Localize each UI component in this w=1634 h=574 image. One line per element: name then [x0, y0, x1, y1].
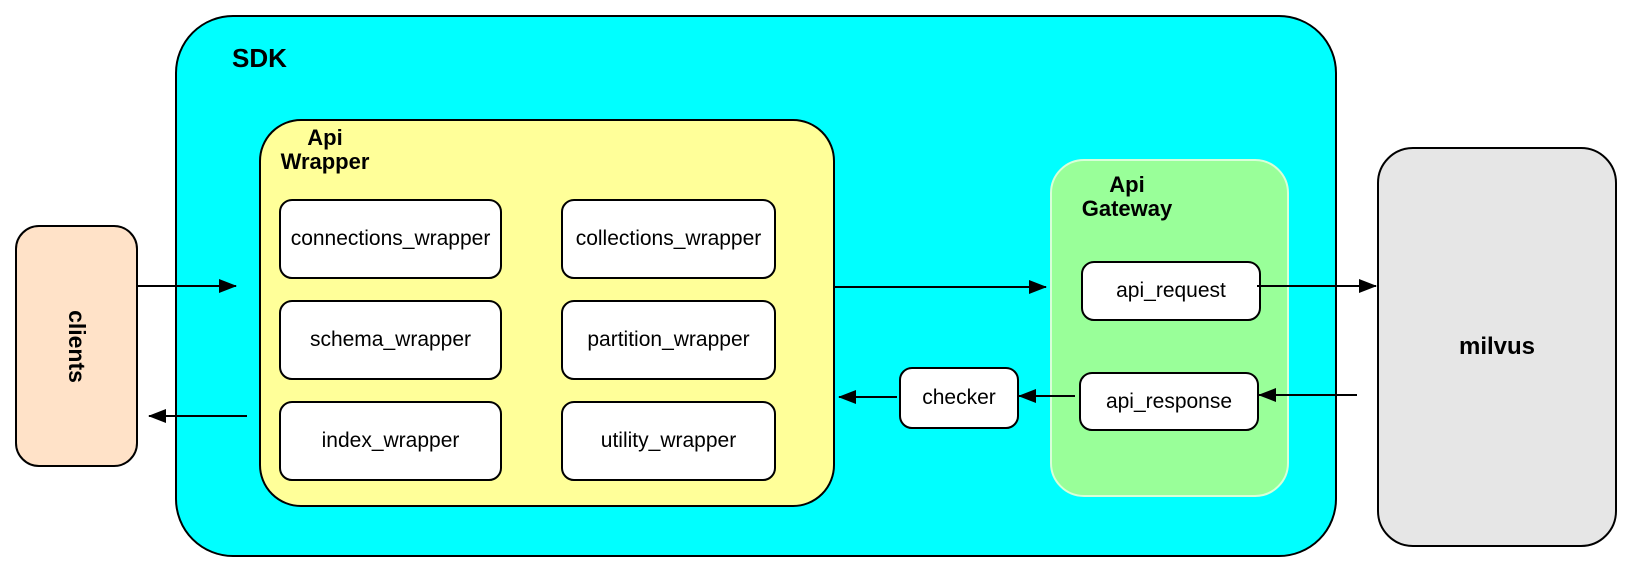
index-wrapper-node: index_wrapper — [279, 401, 502, 481]
partition-wrapper-label: partition_wrapper — [587, 328, 750, 352]
api-gateway-label-line2: Gateway — [1081, 196, 1173, 221]
clients-label: clients — [64, 309, 90, 383]
clients-node: clients — [15, 225, 138, 467]
api-request-node: api_request — [1081, 261, 1261, 321]
api-gateway-label: Api Gateway — [1062, 173, 1192, 221]
api-wrapper-label-line1: Api — [307, 125, 343, 150]
api-wrapper-label: Api Wrapper — [271, 126, 379, 174]
utility-wrapper-node: utility_wrapper — [561, 401, 776, 481]
connections-wrapper-label: connections_wrapper — [290, 227, 491, 251]
api-wrapper-container: Api Wrapper connections_wrapper collecti… — [259, 119, 835, 507]
collections-wrapper-label: collections_wrapper — [575, 227, 762, 251]
checker-node: checker — [899, 367, 1019, 429]
milvus-node: milvus — [1377, 147, 1617, 547]
index-wrapper-label: index_wrapper — [321, 429, 460, 453]
api-gateway-label-line1: Api — [1109, 172, 1145, 197]
api-gateway-container: Api Gateway api_request api_response — [1050, 159, 1289, 497]
api-wrapper-label-line2: Wrapper — [280, 149, 370, 174]
sdk-label: SDK — [232, 43, 287, 73]
utility-wrapper-label: utility_wrapper — [600, 429, 737, 453]
schema-wrapper-label: schema_wrapper — [309, 328, 472, 352]
api-response-node: api_response — [1079, 372, 1259, 431]
schema-wrapper-node: schema_wrapper — [279, 300, 502, 380]
collections-wrapper-node: collections_wrapper — [561, 199, 776, 279]
checker-label: checker — [922, 386, 996, 410]
milvus-label: milvus — [1458, 333, 1536, 360]
api-response-label: api_response — [1105, 389, 1233, 413]
sdk-container: SDK Api Wrapper connections_wrapper coll… — [175, 15, 1337, 557]
connections-wrapper-node: connections_wrapper — [279, 199, 502, 279]
partition-wrapper-node: partition_wrapper — [561, 300, 776, 380]
api-request-label: api_request — [1116, 279, 1226, 303]
